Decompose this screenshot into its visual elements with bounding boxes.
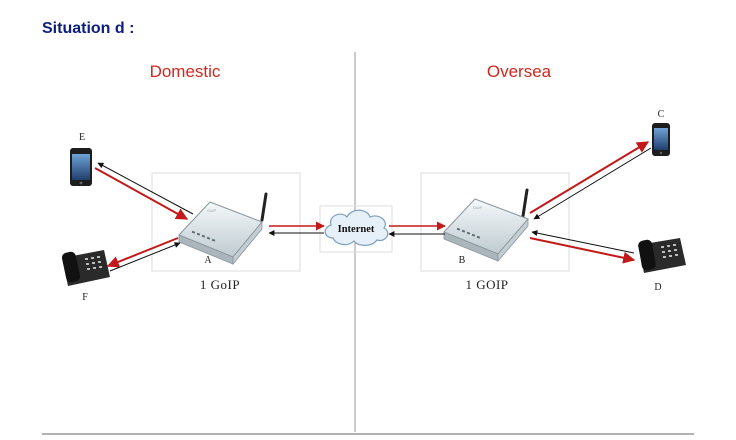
- gateway-b-device: GoIP: [443, 188, 529, 263]
- arrow-a-to-f: [106, 237, 179, 268]
- gateway-a-letter: A: [204, 255, 212, 266]
- mobile-phone-e-icon: [70, 148, 92, 186]
- gateway-a-label: 1 GoIP: [200, 277, 240, 292]
- gateway-b-label: 1 GOIP: [465, 277, 508, 292]
- gateway-b-brand: GoIP: [473, 205, 482, 210]
- gateway-b-letter: B: [459, 255, 466, 266]
- arrow-e-to-a: [94, 167, 189, 220]
- oversea-title: Oversea: [487, 62, 552, 81]
- arrow-b-to-d: [529, 237, 636, 264]
- arrow-c-to-b: [533, 147, 652, 220]
- page-heading: Situation d :: [42, 20, 135, 37]
- arrow-a-to-e: [97, 162, 194, 215]
- device-f-letter: F: [82, 292, 88, 303]
- device-c-letter: C: [658, 109, 665, 120]
- arrow-f-to-a: [109, 242, 181, 272]
- internet-label: Internet: [338, 224, 375, 235]
- mobile-phone-c-icon: [652, 123, 670, 156]
- arrow-d-to-b: [531, 230, 635, 254]
- domestic-title: Domestic: [150, 62, 221, 81]
- gateway-a-brand: GoIP: [207, 208, 216, 213]
- internet-cloud-icon: [324, 209, 389, 246]
- arrow-b-to-c: [529, 141, 650, 214]
- gateway-b-frame: [420, 172, 570, 272]
- device-e-letter: E: [79, 132, 85, 143]
- device-d-letter: D: [654, 282, 661, 293]
- gateway-a-device: GoIP: [178, 192, 268, 266]
- gateway-a-frame: [151, 172, 301, 272]
- desk-phone-d-icon: [638, 238, 686, 273]
- desk-phone-f-icon: [61, 250, 110, 286]
